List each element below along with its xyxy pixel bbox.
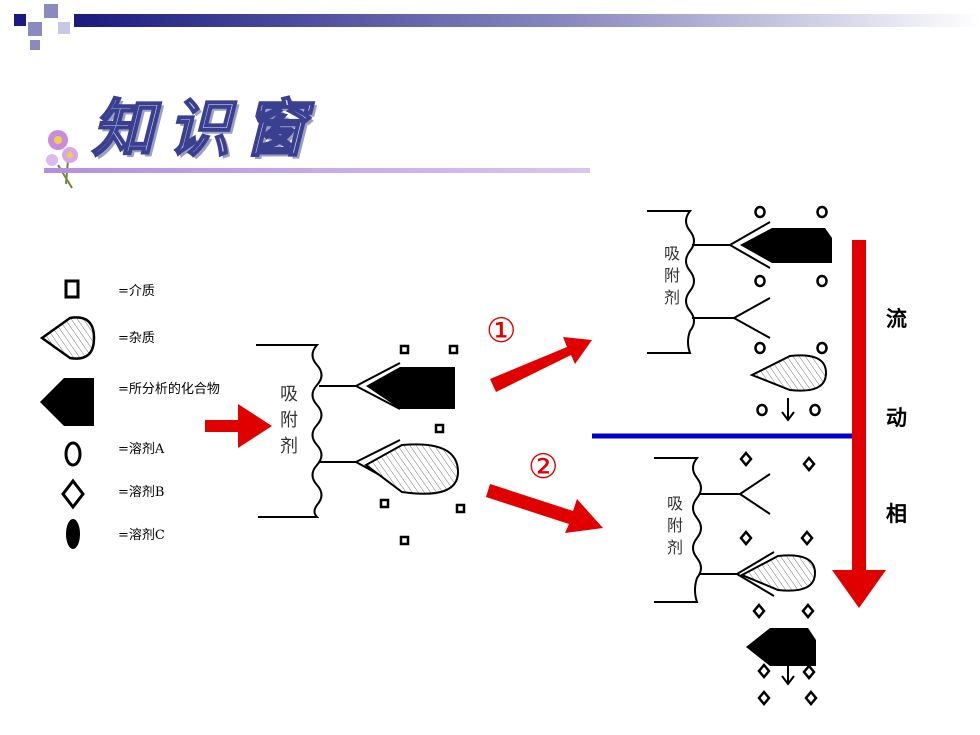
legend-label-solvent-c: =溶剂C [118, 528, 165, 543]
center-adsorbent [256, 344, 466, 546]
corner-squares-icon [14, 4, 70, 50]
mobile-phase-char-3: 相 [886, 502, 907, 526]
legend-solvent-a-symbol [64, 441, 82, 467]
bottom-right-adsorbent [654, 451, 818, 706]
legend-label-medium: =介质 [118, 284, 155, 299]
step1-label: ① [486, 311, 517, 351]
entry-arrow [205, 404, 272, 448]
legend-medium-symbol [64, 279, 80, 299]
top-bar [74, 14, 980, 27]
adsorbent-label-bottom: 吸附剂 [666, 494, 683, 557]
page-title: 知识窗 [91, 91, 321, 166]
step1-arrow [490, 337, 592, 392]
mobile-phase-char-1: 流 [886, 307, 907, 331]
adsorbent-label-top: 吸附剂 [663, 244, 680, 307]
adsorbent-label-center: 吸附剂 [280, 384, 298, 457]
legend-label-solvent-b: =溶剂B [118, 485, 165, 500]
legend-solvent-c-symbol [66, 519, 80, 549]
legend-solvent-b-symbol [61, 478, 85, 510]
legend-impurity-symbol [39, 316, 96, 360]
legend-label-analyte: =所分析的化合物 [118, 382, 220, 397]
legend-label-impurity: =杂质 [118, 331, 155, 346]
step2-arrow [486, 484, 603, 533]
legend-label-solvent-a: =溶剂A [118, 442, 165, 457]
mobile-phase-arrow [832, 240, 886, 608]
mobile-phase-char-2: 动 [886, 406, 907, 430]
title-underline [44, 168, 590, 173]
step2-label: ② [528, 447, 559, 487]
flower-icon [46, 130, 78, 189]
legend-analyte-symbol [40, 378, 94, 426]
top-right-adsorbent [647, 205, 832, 422]
